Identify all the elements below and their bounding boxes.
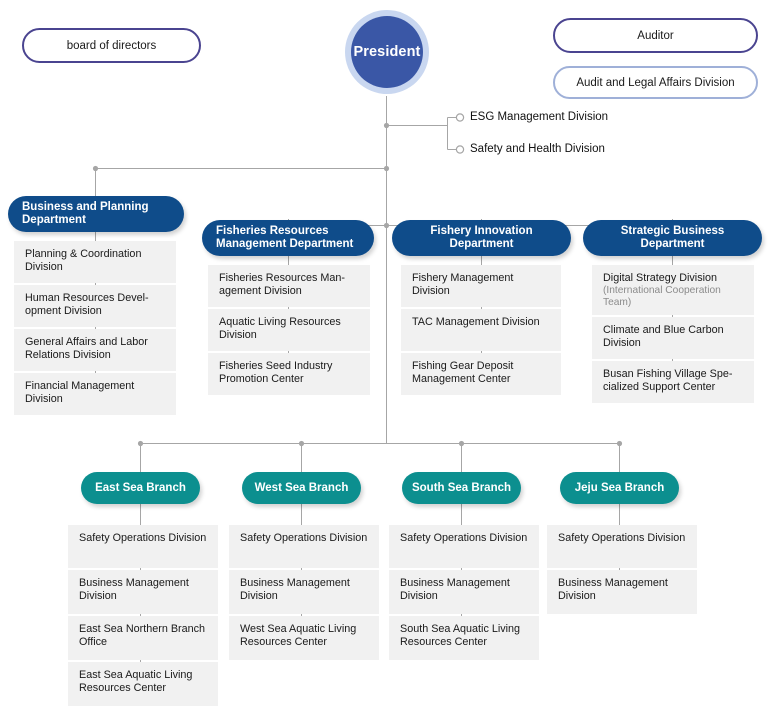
subbox-human-resources-development-division[interactable]: Human Resources Devel-opment Division xyxy=(14,285,176,327)
subbox-jeju-sea-safety-operations-division[interactable]: Safety Operations Division xyxy=(547,525,697,568)
subbox-east-sea-business-management-division[interactable]: Business Management Division xyxy=(68,570,218,614)
department-strategic-business[interactable]: Strategic Business Department xyxy=(583,220,762,256)
branch-east-sea[interactable]: East Sea Branch xyxy=(81,472,200,504)
subbox-east-sea-safety-operations-division[interactable]: Safety Operations Division xyxy=(68,525,218,568)
subbox-general-affairs-and-labor-relations-division[interactable]: General Affairs and Labor Relations Divi… xyxy=(14,329,176,371)
subbox-west-sea-safety-operations-division[interactable]: Safety Operations Division xyxy=(229,525,379,568)
branch-jeju-sea[interactable]: Jeju Sea Branch xyxy=(560,472,679,504)
subbox-fisheries-seed-industry-promotion-center[interactable]: Fisheries Seed Industry Promotion Center xyxy=(208,353,370,395)
branch-west-sea[interactable]: West Sea Branch xyxy=(242,472,361,504)
subbox-south-sea-safety-operations-division[interactable]: Safety Operations Division xyxy=(389,525,539,568)
branch-south-sea[interactable]: South Sea Branch xyxy=(402,472,521,504)
subbox-fisheries-resources-management-division[interactable]: Fisheries Resources Man-agement Division xyxy=(208,265,370,307)
department-fisheries-resources-management[interactable]: Fisheries Resources Management Departmen… xyxy=(202,220,374,256)
subbox-planning-coordination-division[interactable]: Planning & Coordination Division xyxy=(14,241,176,283)
subbox-busan-fishing-village-specialized-support-center[interactable]: Busan Fishing Village Spe-cialized Suppo… xyxy=(592,361,754,403)
subbox-south-sea-business-management-division[interactable]: Business Management Division xyxy=(389,570,539,614)
department-fishery-innovation[interactable]: Fishery Innovation Department xyxy=(392,220,571,256)
subbox-aquatic-living-resources-division[interactable]: Aquatic Living Resources Division xyxy=(208,309,370,351)
subbox-fishery-management-division[interactable]: Fishery Management Division xyxy=(401,265,561,307)
auditor-node[interactable]: Auditor xyxy=(553,18,758,53)
department-business-and-planning[interactable]: Business and Planning Department xyxy=(8,196,184,232)
subbox-tac-management-division[interactable]: TAC Management Division xyxy=(401,309,561,351)
subbox-east-sea-northern-branch-office[interactable]: East Sea Northern Branch Office xyxy=(68,616,218,660)
subbox-fishing-gear-deposit-management-center[interactable]: Fishing Gear Deposit Management Center xyxy=(401,353,561,395)
president-node[interactable]: President xyxy=(351,16,423,88)
esg-management-division-label[interactable]: ESG Management Division xyxy=(470,111,609,123)
safety-and-health-division-label[interactable]: Safety and Health Division xyxy=(470,143,605,155)
subbox-digital-strategy-division[interactable]: Digital Strategy Division (International… xyxy=(592,265,754,315)
subbox-digital-strategy-division-label: Digital Strategy Division xyxy=(603,272,718,284)
subbox-east-sea-aquatic-living-resources-center[interactable]: East Sea Aquatic Living Resources Center xyxy=(68,662,218,706)
subbox-jeju-sea-business-management-division[interactable]: Business Management Division xyxy=(547,570,697,614)
subbox-south-sea-aquatic-living-resources-center[interactable]: South Sea Aquatic Living Resources Cente… xyxy=(389,616,539,660)
subbox-climate-and-blue-carbon-division[interactable]: Climate and Blue Carbon Division xyxy=(592,317,754,359)
board-of-directors-node[interactable]: board of directors xyxy=(22,28,201,63)
subbox-west-sea-aquatic-living-resources-center[interactable]: West Sea Aquatic Living Resources Center xyxy=(229,616,379,660)
subbox-digital-strategy-division-note: (International Cooperation Team) xyxy=(603,285,721,308)
audit-and-legal-affairs-division-node[interactable]: Audit and Legal Affairs Division xyxy=(553,66,758,99)
subbox-west-sea-business-management-division[interactable]: Business Management Division xyxy=(229,570,379,614)
subbox-financial-management-division[interactable]: Financial Management Division xyxy=(14,373,176,415)
